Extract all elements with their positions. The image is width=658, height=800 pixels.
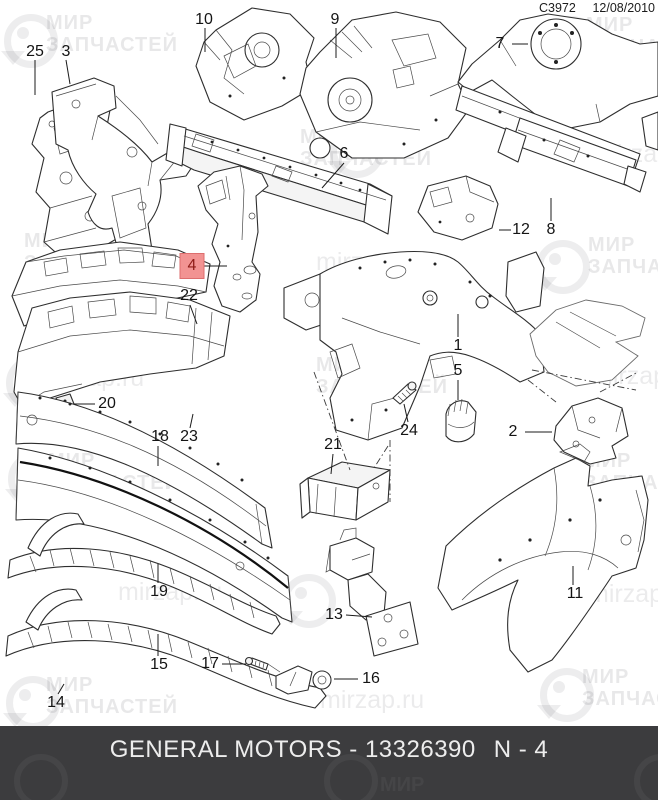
footer-bar: МИР GENERAL MOTORS - 13326390 N - 4 — [0, 726, 658, 800]
watermark-brand-line2: ЗАПЧАСТЕЙ — [588, 256, 658, 278]
part-illustration-2 — [527, 369, 639, 465]
diagram-canvas — [5, 7, 658, 709]
part-illustration-23 — [13, 291, 231, 407]
part-illustration-17 — [244, 656, 269, 671]
part-illustration-14 — [5, 588, 327, 709]
footer-page-ref: N - 4 — [493, 736, 549, 763]
watermark-logo-icon — [537, 668, 594, 722]
leader-lines — [34, 28, 574, 695]
watermark-logo-icon — [1, 14, 58, 68]
part-illustration-11 — [437, 443, 649, 673]
footer-watermark-ring — [14, 754, 68, 800]
drawing-date: 12/08/2010 — [592, 1, 655, 15]
watermark-site-text: mirzap.ru — [320, 686, 425, 714]
footer-watermark-text: МИР — [380, 774, 425, 796]
part-illustration-8 — [497, 117, 647, 193]
part-illustration-1 — [283, 250, 646, 441]
footer-watermark-ring — [324, 754, 378, 800]
footer-title-row: GENERAL MOTORS - 13326390 N - 4 — [0, 736, 658, 764]
part-illustration-3 — [51, 77, 199, 277]
part-illustration-4 — [197, 165, 269, 313]
part-illustration-15 — [7, 512, 281, 635]
footer-title: GENERAL MOTORS - 13326390 — [109, 736, 476, 763]
drawing-code: C3972 — [539, 1, 576, 15]
part-illustration-10 — [195, 7, 315, 121]
part-illustration-18 — [15, 391, 273, 549]
part-illustration-5 — [445, 398, 477, 443]
watermark-brand-line2: ЗАПЧАСТЕЙ — [582, 688, 658, 710]
part-illustration-16 — [267, 663, 332, 695]
part-illustration-24 — [392, 381, 417, 405]
part-illustration-19 — [15, 447, 293, 623]
watermark-brand-line2: ЗАПЧАСТЕЙ — [46, 696, 178, 718]
part-illustration-13 — [325, 527, 419, 657]
part-illustration-6 — [165, 123, 393, 235]
watermark-brand-line2: ЗАПЧАСТЕЙ — [46, 34, 178, 56]
footer-watermark-ring — [634, 754, 658, 800]
part-illustration-9 — [299, 11, 471, 159]
part-illustration-21 — [299, 371, 391, 521]
part-illustration-12 — [417, 175, 499, 241]
